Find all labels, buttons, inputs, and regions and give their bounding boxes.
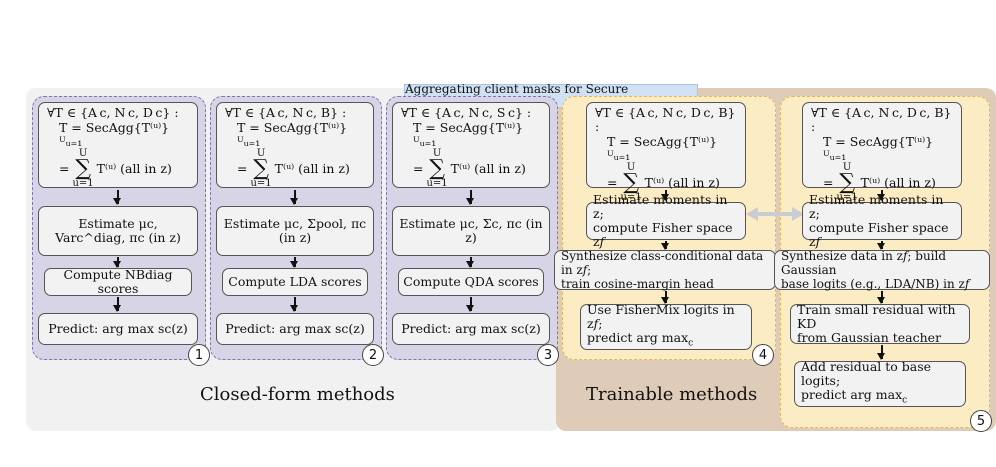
lane-4-step3-line-2: train cosine-margin head bbox=[561, 277, 714, 291]
lane-4-fishermix-box: Use FisherMix logits in zf; predict arg … bbox=[580, 302, 752, 350]
lane-4-sum-tail: T⁽ᵘ⁾ (all in z) bbox=[644, 175, 720, 190]
lane-4-arrow-1 bbox=[661, 190, 669, 201]
lane-4-estimate-box: Estimate moments in z; compute Fisher sp… bbox=[586, 193, 746, 249]
lane-2-predict-box: Predict: arg max sc(z) bbox=[216, 313, 374, 345]
lane-2-arrow-1 bbox=[290, 190, 298, 205]
lane-1-arrow-1 bbox=[113, 190, 121, 205]
sum-icon: U∑u=1 bbox=[836, 162, 858, 203]
lane-5-sum-tail: T⁽ᵘ⁾ (all in z) bbox=[860, 175, 936, 190]
lane-3-estimate-box: Estimate μc, Σc, πc (in z) bbox=[392, 206, 550, 256]
lane-5-header-agg: T = SecAgg{T⁽ᵘ⁾}ᵁᵤ₌₁ bbox=[823, 134, 934, 163]
lane-5-aggregation-box: ∀T ∈ {A c, N c, D c, B} : T = SecAgg{T⁽ᵘ… bbox=[802, 102, 962, 203]
lane-5-arrow-3 bbox=[877, 291, 885, 304]
lane-1-estimate: Estimate μc, Varc^diag, πc (in z) bbox=[55, 216, 181, 245]
lane-4-step4-line-2: predict arg max bbox=[587, 330, 689, 346]
lane-3-scores: Compute QDA scores bbox=[403, 274, 539, 289]
lane-1-number-badge: 1 bbox=[188, 344, 210, 366]
lane-4-number-badge: 4 bbox=[752, 344, 774, 366]
lane-3-aggregation-box: ∀T ∈ {A c, N c, S c} : T = SecAgg{T⁽ᵘ⁾}ᵁ… bbox=[392, 102, 550, 189]
lane-5-step3-line-1b: ; build Gaussian bbox=[781, 249, 947, 277]
sum-icon: U∑u=1 bbox=[426, 148, 448, 189]
lane-4-estimate-line-1: Estimate moments in z; bbox=[593, 192, 728, 221]
lane-3-scores-box: Compute QDA scores bbox=[398, 268, 544, 296]
lane-2-arrow-2 bbox=[290, 257, 298, 268]
lane-3-number-badge: 3 bbox=[537, 344, 559, 366]
lane-1-estimate-box: Estimate μc, Varc^diag, πc (in z) bbox=[38, 206, 198, 256]
lane-1-aggregation-box: ∀T ∈ {A c, N c, D c} : T = SecAgg{T⁽ᵘ⁾}ᵁ… bbox=[38, 102, 198, 189]
lane-3-predict-box: Predict: arg max sc(z) bbox=[392, 313, 550, 345]
lane-1-predict: Predict: arg max sc(z) bbox=[48, 321, 188, 336]
lane-5-number-badge: 5 bbox=[970, 410, 992, 432]
lane-2-predict: Predict: arg max sc(z) bbox=[225, 321, 365, 336]
lane-4-synthesize-box: Synthesize class-conditional data in zf;… bbox=[554, 249, 776, 291]
lane-5-step4-line-1: Train small residual with KD bbox=[797, 302, 956, 331]
lane-4-aggregation-box: ∀T ∈ {A c, N c, D c, B} : T = SecAgg{T⁽ᵘ… bbox=[586, 102, 746, 203]
sum-icon: U∑u=1 bbox=[620, 162, 642, 203]
lane-1-arrow-3 bbox=[113, 297, 121, 312]
lane-5-step4-line-2: from Gaussian teacher bbox=[797, 330, 942, 345]
lane-1-scores: Compute NBdiag scores bbox=[63, 267, 173, 296]
lane-4-step3-line-1: Synthesize class-conditional data in z bbox=[561, 249, 764, 277]
lane-5-arrow-4 bbox=[877, 345, 885, 360]
lane-5-add-residual-box: Add residual to base logits; predict arg… bbox=[794, 359, 966, 407]
lane-4-step4-line-1: Use FisherMix logits in z bbox=[587, 302, 735, 332]
lane-3-predict: Predict: arg max sc(z) bbox=[401, 321, 541, 336]
closed-form-label: Closed-form methods bbox=[200, 384, 395, 405]
lane-2-scores-box: Compute LDA scores bbox=[222, 268, 368, 296]
lane-2-scores: Compute LDA scores bbox=[228, 274, 362, 289]
lane-2-estimate: Estimate μc, Σpool, πc (in z) bbox=[223, 216, 367, 245]
lane-5-step5-line-2: predict arg max bbox=[801, 387, 903, 403]
lane-5-step3-line-2: base logits (e.g., LDA/NB) in z bbox=[781, 277, 965, 291]
lane-2-arrow-3 bbox=[290, 297, 298, 312]
bidirectional-arrow bbox=[746, 207, 804, 221]
lane-1-scores-box: Compute NBdiag scores bbox=[44, 268, 192, 296]
lane-5-estimate-box: Estimate moments in z; compute Fisher sp… bbox=[802, 193, 962, 249]
sum-icon: U∑u=1 bbox=[250, 148, 272, 189]
lane-5-residual-box: Train small residual with KD from Gaussi… bbox=[790, 302, 970, 345]
lane-3-arrow-1 bbox=[466, 190, 474, 205]
lane-3-header-agg: T = SecAgg{T⁽ᵘ⁾}ᵁᵤ₌₁ bbox=[413, 120, 524, 149]
lane-3-arrow-3 bbox=[466, 297, 474, 312]
lane-2-estimate-box: Estimate μc, Σpool, πc (in z) bbox=[216, 206, 374, 256]
lane-4-header-set: ∀T ∈ {A c, N c, D c, B} : bbox=[595, 105, 736, 134]
lane-1-arrow-2 bbox=[113, 257, 121, 268]
lane-2-number-badge: 2 bbox=[362, 344, 384, 366]
lane-2-sum-tail: T⁽ᵘ⁾ (all in z) bbox=[274, 161, 350, 176]
lane-1-sum-tail: T⁽ᵘ⁾ (all in z) bbox=[96, 161, 172, 176]
lane-3-estimate: Estimate μc, Σc, πc (in z) bbox=[399, 216, 543, 245]
lane-5-step5-line-1: Add residual to base logits; bbox=[801, 359, 932, 389]
lane-3-sum-tail: T⁽ᵘ⁾ (all in z) bbox=[450, 161, 526, 176]
lane-4-arrow-2 bbox=[661, 241, 669, 250]
lane-1-header-set: ∀T ∈ {A c, N c, D c} : bbox=[47, 105, 179, 120]
lane-5-step3-line-1: Synthesize data in z bbox=[781, 249, 903, 263]
lane-5-estimate-line-1: Estimate moments in z; bbox=[809, 192, 944, 221]
lane-2-header-set: ∀T ∈ {A c, N c, B} : bbox=[225, 105, 347, 120]
lane-2-header-agg: T = SecAgg{T⁽ᵘ⁾}ᵁᵤ₌₁ bbox=[237, 120, 348, 149]
lane-5-arrow-2 bbox=[877, 241, 885, 250]
lane-5-arrow-1 bbox=[877, 190, 885, 201]
lane-2-aggregation-box: ∀T ∈ {A c, N c, B} : T = SecAgg{T⁽ᵘ⁾}ᵁᵤ₌… bbox=[216, 102, 374, 189]
lane-4-arrow-3 bbox=[661, 291, 669, 304]
lane-5-synthesize-box: Synthesize data in zf; build Gaussian ba… bbox=[774, 249, 990, 291]
lane-4-header-agg: T = SecAgg{T⁽ᵘ⁾}ᵁᵤ₌₁ bbox=[607, 134, 718, 163]
lane-5-estimate-line-2: compute Fisher space z bbox=[809, 220, 949, 249]
lane-4-estimate-line-2: compute Fisher space z bbox=[593, 220, 733, 249]
lane-3-header-set: ∀T ∈ {A c, N c, S c} : bbox=[401, 105, 532, 120]
lane-1-predict-box: Predict: arg max sc(z) bbox=[38, 313, 198, 345]
lane-3-arrow-2 bbox=[466, 257, 474, 268]
lane-1-header-agg: T = SecAgg{T⁽ᵘ⁾}ᵁᵤ₌₁ bbox=[59, 120, 170, 149]
trainable-label: Trainable methods bbox=[586, 384, 758, 405]
lane-5-header-set: ∀T ∈ {A c, N c, D c, B} : bbox=[811, 105, 952, 134]
sum-icon: U∑u=1 bbox=[72, 148, 94, 189]
